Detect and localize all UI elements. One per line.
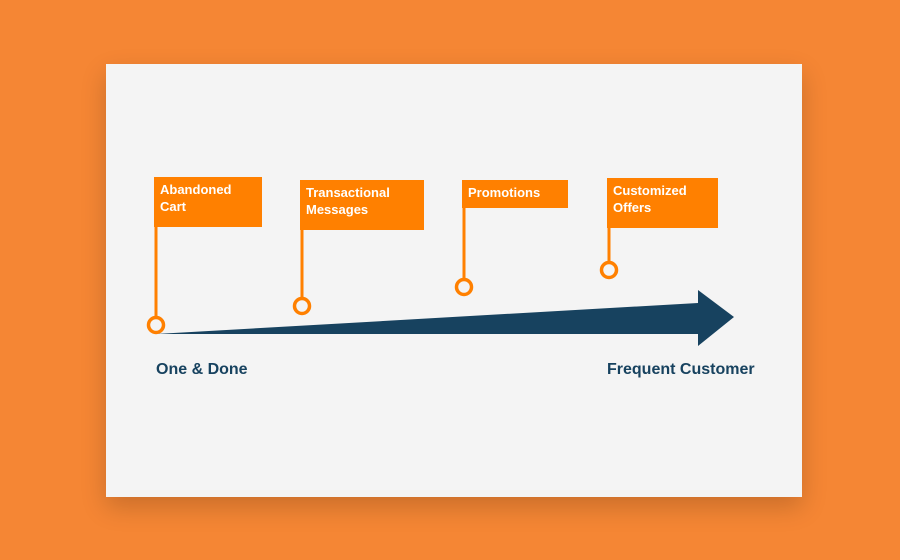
diagram-card: Abandoned Cart Transactional Messages Pr… — [106, 64, 802, 497]
flag-transactional-messages: Transactional Messages — [300, 180, 424, 230]
end-label: Frequent Customer — [607, 361, 755, 378]
milestone-marker-abandoned-cart — [146, 315, 166, 335]
flag-abandoned-cart: Abandoned Cart — [154, 177, 262, 227]
flag-customized-offers: Customized Offers — [607, 178, 718, 228]
start-label: One & Done — [156, 361, 248, 378]
journey-diagram — [146, 177, 734, 346]
progress-arrow — [156, 290, 734, 346]
milestone-marker-promotions — [454, 277, 474, 297]
milestone-marker-transactional-messages — [292, 296, 312, 316]
milestone-marker-customized-offers — [599, 260, 619, 280]
flag-promotions: Promotions — [462, 180, 568, 208]
